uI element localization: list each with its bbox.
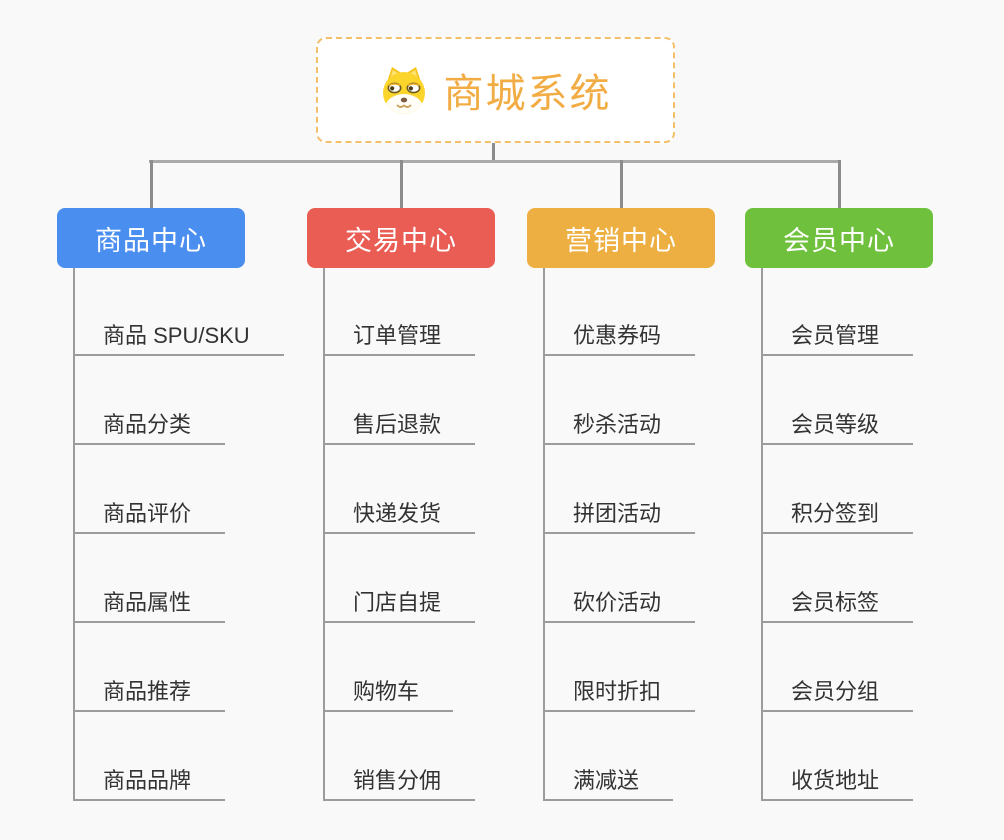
leaf-item[interactable]: 拼团活动 [543, 498, 696, 534]
connector-root-stem [492, 143, 495, 163]
connector-drop [399, 160, 403, 208]
leaf-item[interactable]: 砍价活动 [543, 587, 696, 623]
leaf-item[interactable]: 订单管理 [323, 320, 476, 356]
leaf-item[interactable]: 满减送 [543, 765, 674, 801]
branch-node-2[interactable]: 交易中心 [307, 208, 495, 268]
leaf-item[interactable]: 销售分佣 [323, 765, 476, 801]
leaf-item[interactable]: 商品分类 [73, 409, 226, 445]
leaf-item[interactable]: 商品品牌 [73, 765, 226, 801]
leaf-item[interactable]: 会员等级 [761, 409, 914, 445]
branch-node-1[interactable]: 商品中心 [57, 208, 245, 268]
leaf-item[interactable]: 门店自提 [323, 587, 476, 623]
leaf-item[interactable]: 商品评价 [73, 498, 226, 534]
leaf-item[interactable]: 商品属性 [73, 587, 226, 623]
branch-trunk-line [73, 268, 75, 801]
leaf-item[interactable]: 快递发货 [323, 498, 476, 534]
branch-node-4[interactable]: 会员中心 [745, 208, 933, 268]
branch-node-3[interactable]: 营销中心 [527, 208, 715, 268]
leaf-item[interactable]: 会员管理 [761, 320, 914, 356]
leaf-item[interactable]: 积分签到 [761, 498, 914, 534]
leaf-item[interactable]: 会员分组 [761, 676, 914, 712]
branch-trunk-line [543, 268, 545, 801]
leaf-item[interactable]: 秒杀活动 [543, 409, 696, 445]
branch-trunk-line [761, 268, 763, 801]
leaf-item[interactable]: 购物车 [323, 676, 454, 712]
leaf-item[interactable]: 会员标签 [761, 587, 914, 623]
branch-trunk-line [323, 268, 325, 801]
leaf-item[interactable]: 商品推荐 [73, 676, 226, 712]
leaf-item[interactable]: 限时折扣 [543, 676, 696, 712]
dog-face-icon [382, 67, 425, 114]
leaf-item[interactable]: 商品 SPU/SKU [73, 320, 284, 356]
leaf-item[interactable]: 优惠券码 [543, 320, 696, 356]
leaf-item[interactable]: 售后退款 [323, 409, 476, 445]
connector-rail [149, 160, 841, 163]
connector-drop [619, 160, 623, 208]
connector-drop [149, 160, 153, 208]
root-title: 商城系统 [443, 72, 612, 116]
connector-drop [837, 160, 841, 208]
root-node[interactable]: 商城系统 [316, 37, 675, 143]
leaf-item[interactable]: 收货地址 [761, 765, 914, 801]
